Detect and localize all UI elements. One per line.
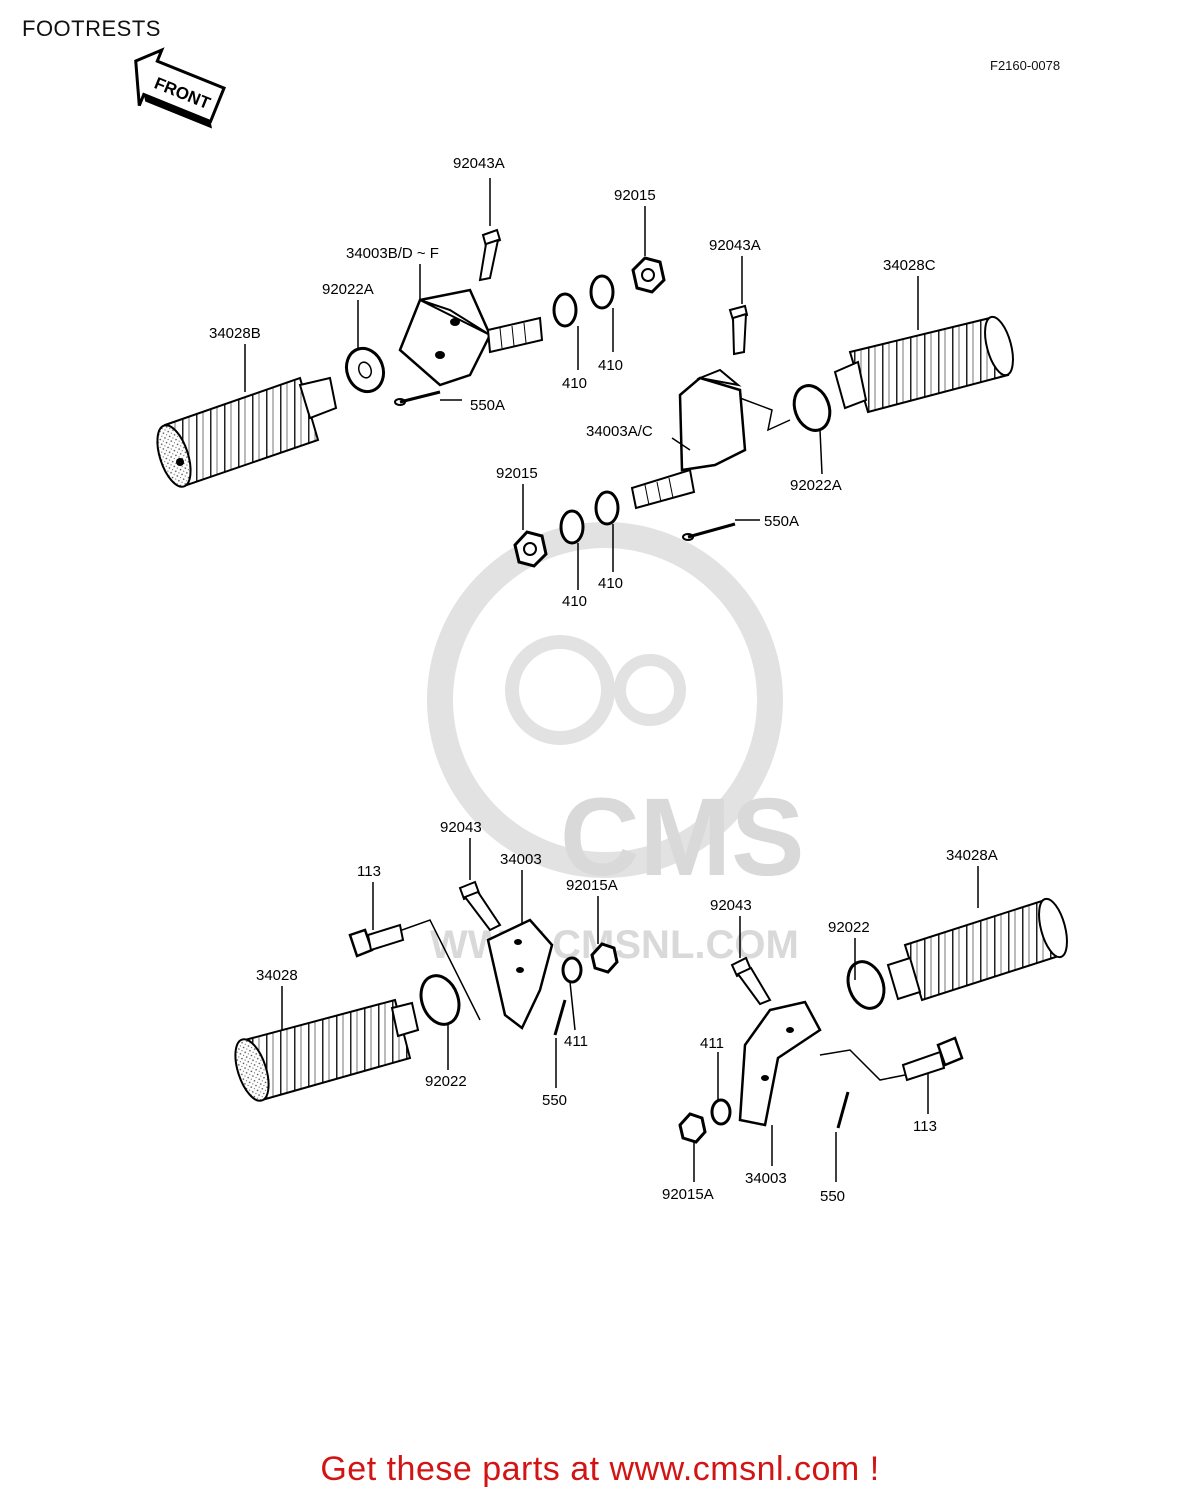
label-34028B: 34028B: [209, 325, 261, 342]
washer-411-left: [561, 956, 583, 984]
footpeg-bracket-34003-right: [738, 1000, 822, 1127]
nut-92015A-left: [590, 942, 619, 974]
label-92022A-left: 92022A: [322, 281, 374, 298]
label-410-b: 410: [598, 357, 623, 374]
label-550-left: 550: [542, 1092, 567, 1109]
footpeg-rubber-34028A: [886, 897, 1068, 1002]
page-title: FOOTRESTS: [22, 16, 161, 41]
washer-410-c: [559, 509, 585, 545]
bolt-113-right: [901, 1036, 964, 1082]
label-34028: 34028: [256, 967, 298, 984]
footpeg-rubber-34028C: [833, 315, 1014, 414]
shop-link[interactable]: Get these parts at www.cmsnl.com !: [320, 1450, 880, 1488]
pin-92043-right: [730, 956, 772, 1006]
washer-92022-right: [846, 960, 886, 1010]
footpeg-bracket-34003AC: [630, 368, 747, 510]
pin-92043-left: [458, 880, 502, 932]
footpeg-rubber-34028: [234, 998, 420, 1102]
label-34028C: 34028C: [883, 257, 936, 274]
label-92043-right: 92043: [710, 897, 752, 914]
label-411-left: 411: [564, 1033, 588, 1050]
label-92043A-right: 92043A: [709, 237, 761, 254]
label-410-c: 410: [562, 593, 587, 610]
cotter-pin-550-right: [836, 1091, 850, 1129]
pin-92043A-right: [728, 304, 749, 356]
footpeg-bracket-34003-left: [486, 918, 554, 1030]
bolt-113-left: [348, 923, 405, 958]
label-411-right: 411: [700, 1035, 724, 1052]
pin-92043A-left: [478, 228, 502, 282]
leader-lines: [244, 178, 979, 1182]
label-92015A-right: 92015A: [662, 1186, 714, 1203]
washer-411-right: [710, 1098, 732, 1126]
washer-92022A-right: [792, 384, 832, 432]
washer-410-b: [589, 274, 615, 310]
label-34028A: 34028A: [946, 847, 998, 864]
label-34003-right: 34003: [745, 1170, 787, 1187]
footpeg-bracket-34003BDF: [398, 288, 544, 387]
label-113-left: 113: [357, 863, 381, 880]
label-92015-top: 92015: [614, 187, 656, 204]
front-arrow-icon: FRONT: [134, 47, 226, 129]
cotter-pin-550A-left: [394, 390, 441, 406]
figure-reference: F2160-0078: [990, 58, 1061, 73]
washer-410-a: [552, 292, 578, 328]
label-550-right: 550: [820, 1188, 845, 1205]
label-92015-bottom: 92015: [496, 465, 538, 482]
label-92015A-left: 92015A: [566, 877, 618, 894]
footpeg-rubber-34028B: [156, 376, 338, 488]
washer-410-d: [594, 490, 620, 526]
label-410-a: 410: [562, 375, 587, 392]
nut-92015A-right: [678, 1112, 707, 1144]
watermark-brand: CMS: [560, 776, 804, 899]
label-92022A-right: 92022A: [790, 477, 842, 494]
label-92043-left: 92043: [440, 819, 482, 836]
washer-92022-left: [419, 974, 461, 1026]
label-113-right: 113: [913, 1118, 937, 1135]
label-550A-left: 550A: [470, 397, 505, 414]
label-550A-right: 550A: [764, 513, 799, 530]
label-34003-left: 34003: [500, 851, 542, 868]
label-92043A-top: 92043A: [453, 155, 505, 172]
cotter-pin-550A-right: [682, 522, 736, 541]
label-92022-right: 92022: [828, 919, 870, 936]
cotter-pin-550-left: [553, 999, 567, 1036]
label-34003BDF: 34003B/D ~ F: [346, 245, 439, 262]
label-92022-left: 92022: [425, 1073, 467, 1090]
label-34003AC: 34003A/C: [586, 423, 653, 440]
label-410-d: 410: [598, 575, 623, 592]
